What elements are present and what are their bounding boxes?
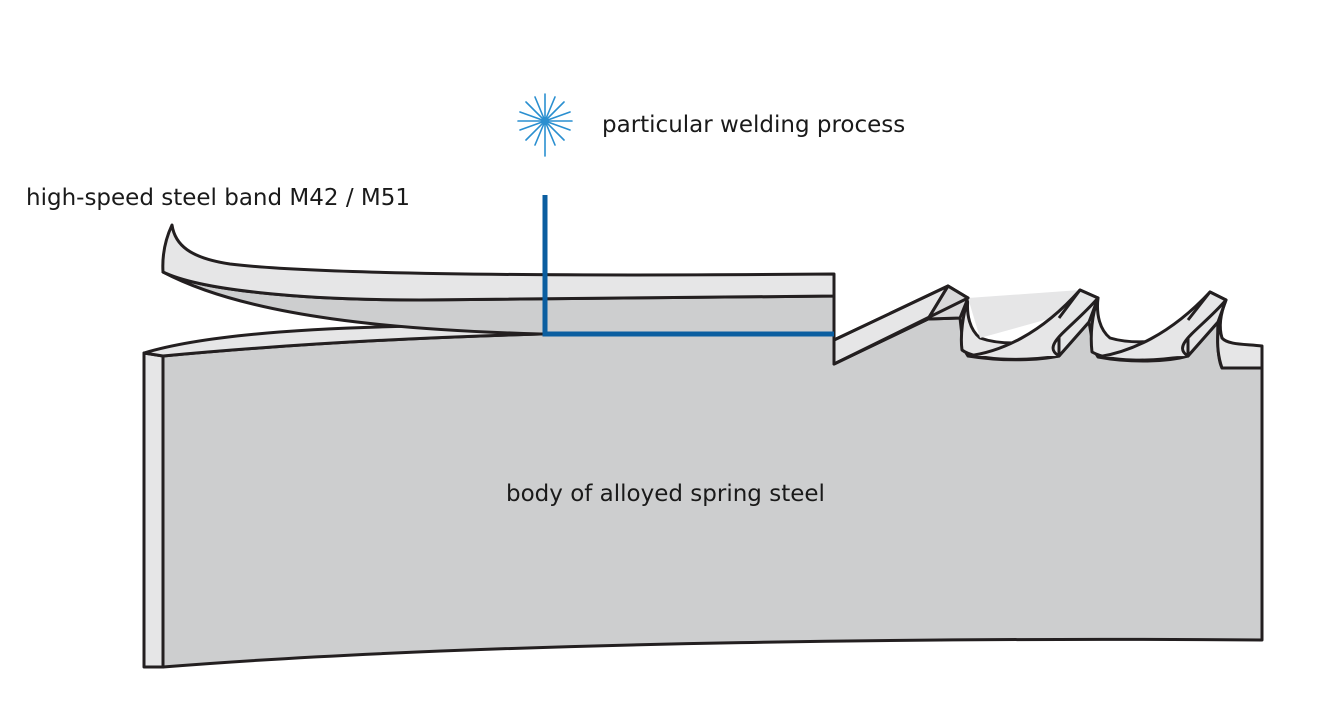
- hss-band-label: high-speed steel band M42 / M51: [26, 185, 410, 211]
- tooth-3-tail: [1216, 298, 1264, 370]
- body-label: body of alloyed spring steel: [506, 481, 825, 507]
- hss-band-top-edge: [161, 223, 836, 302]
- weld-line: [542, 195, 834, 337]
- tooth-1-tip-line: [926, 285, 950, 320]
- tooth-3-tip-line: [1186, 291, 1212, 321]
- tooth-bevels: [833, 284, 1228, 366]
- hss-band: [161, 223, 836, 336]
- blade-body-left-edge: [142, 351, 165, 669]
- tooth-2-tip-line: [1057, 289, 1082, 319]
- bevel-1: [833, 284, 970, 366]
- welding-process-label: particular welding process: [602, 112, 905, 138]
- tooth-2-bevel: [968, 290, 1080, 338]
- spark-icon: [517, 93, 573, 157]
